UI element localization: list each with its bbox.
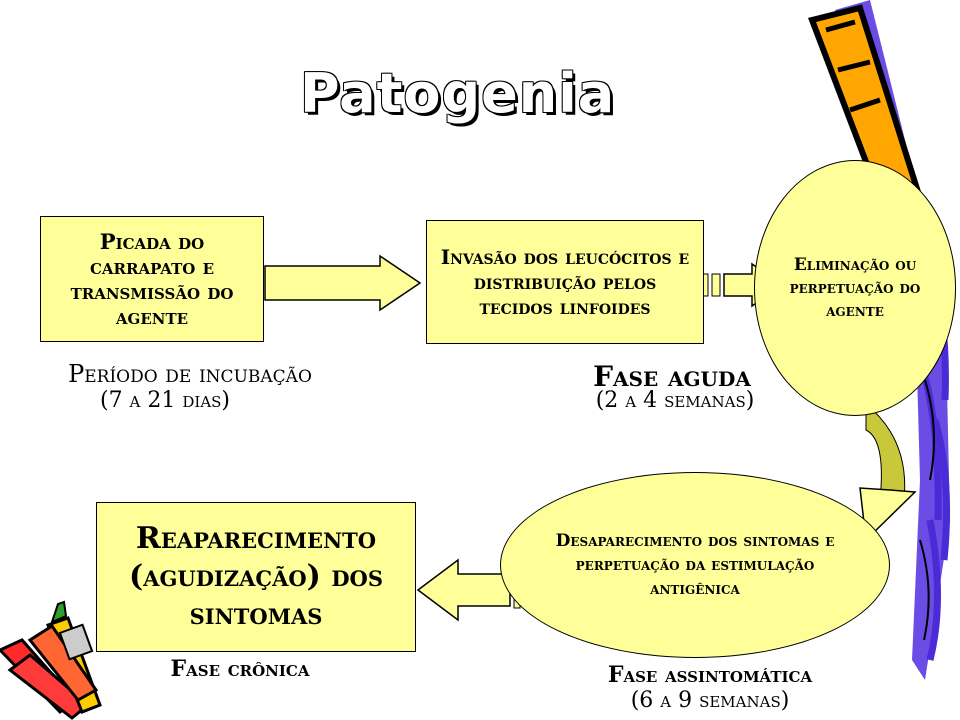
page-title: Patogenia	[300, 62, 616, 125]
node-elimination: Eliminação ou perpetuação do agente	[754, 160, 956, 416]
node-disappearance-label: Desaparecimento dos sintomas e perpetuaç…	[555, 531, 835, 599]
phase-acute-duration: (2 a 4 semanas)	[595, 388, 755, 413]
node-reappearance: Reaparecimento (agudização) dos sintomas	[96, 502, 416, 652]
node-reappearance-label: Reaparecimento (agudização) dos sintomas	[128, 521, 383, 632]
phase-incubation-label: Período de incubação	[68, 360, 312, 388]
phase-acute-label: Fase aguda	[593, 360, 751, 393]
node-bite: Picada do carrapato e transmissão do age…	[40, 216, 264, 342]
phase-chronic-label: Fase crônica	[170, 656, 310, 682]
node-bite-label: Picada do carrapato e transmissão do age…	[70, 229, 234, 329]
node-invasion: Invasão dos leucócitos e distribuição pe…	[426, 220, 704, 344]
phase-asymptomatic-label: Fase assintomática	[607, 662, 813, 688]
crayons-icon	[0, 600, 102, 720]
phase-incubation-duration: (7 a 21 dias)	[99, 388, 231, 413]
node-invasion-label: Invasão dos leucócitos e distribuição pe…	[440, 244, 690, 319]
phase-asymptomatic-duration: (6 a 9 semanas)	[630, 688, 790, 713]
node-elimination-label: Eliminação ou perpetuação do agente	[789, 254, 921, 321]
arrow-curved-down	[859, 402, 917, 542]
node-disappearance: Desaparecimento dos sintomas e perpetuaç…	[500, 472, 890, 658]
arrow-incubation	[264, 254, 422, 312]
